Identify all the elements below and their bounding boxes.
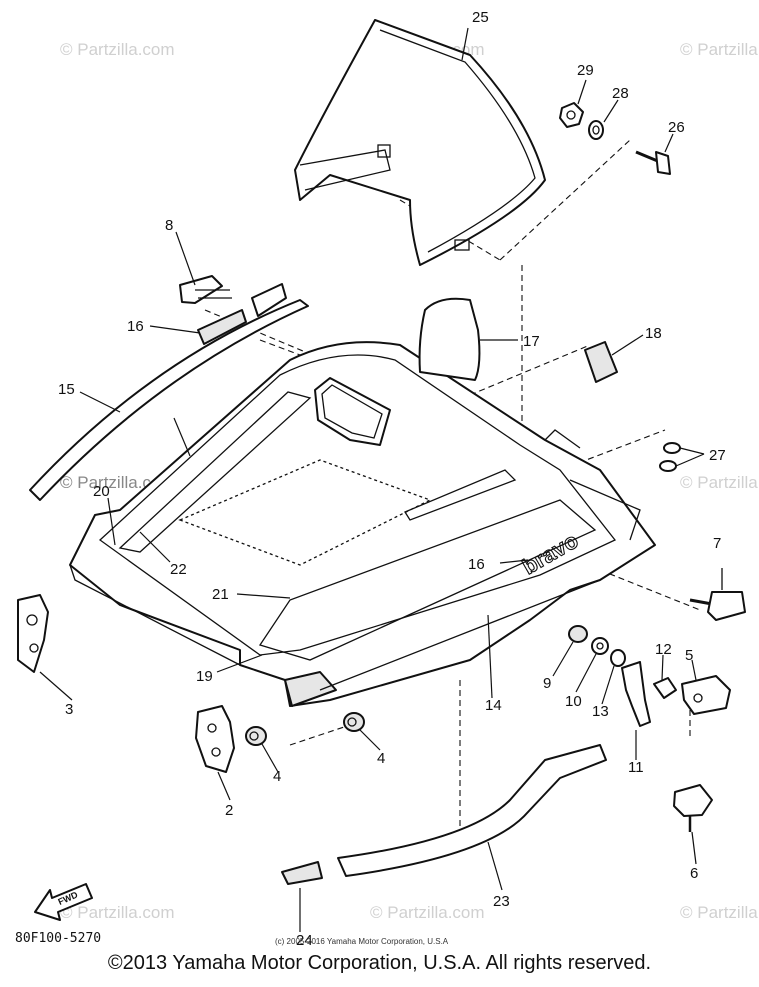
- part-label: 22: [170, 561, 187, 578]
- part-label: 27: [709, 447, 726, 464]
- part-label: 15: [58, 381, 75, 398]
- washer-28[interactable]: [588, 120, 604, 140]
- part-label: 5: [685, 647, 693, 664]
- watermark: © Partzilla.com: [680, 473, 759, 492]
- hinge-2[interactable]: [195, 705, 235, 773]
- part-label: 4: [377, 750, 385, 767]
- hook-11[interactable]: [621, 661, 651, 727]
- part-label: 3: [65, 701, 73, 718]
- part-label: 23: [493, 893, 510, 910]
- part-labels: 25 29 28 26 8 16 17 18 15 27 20 22 7 16 …: [58, 9, 726, 949]
- part-label: 16: [468, 556, 485, 573]
- watermark: © Partzilla.com: [60, 40, 175, 59]
- part-label: 21: [212, 586, 229, 603]
- hood-body-part[interactable]: [69, 341, 656, 707]
- part-label: 16: [127, 318, 144, 335]
- part-label: 25: [472, 9, 489, 26]
- watermark: © Partzilla.com: [60, 903, 175, 922]
- part-label: 17: [523, 333, 540, 350]
- spacer-12[interactable]: [653, 677, 677, 699]
- knob-6[interactable]: [673, 784, 713, 832]
- grommet-9[interactable]: [568, 625, 588, 643]
- grommet-4b[interactable]: [343, 712, 365, 732]
- stripe-15[interactable]: [29, 299, 309, 501]
- part-label: 14: [485, 697, 502, 714]
- part-label: 12: [655, 641, 672, 658]
- bracket-8[interactable]: [179, 275, 232, 304]
- part-label: 6: [690, 865, 698, 882]
- block-24[interactable]: [281, 861, 323, 885]
- part-label: 18: [645, 325, 662, 342]
- decal-16-upper[interactable]: [197, 283, 287, 345]
- part-label: 19: [196, 668, 213, 685]
- small-copyright: (c) 2005-2016 Yamaha Motor Corporation, …: [275, 937, 449, 946]
- watermark: © Partzilla.com: [680, 903, 759, 922]
- drawing-code: 80F100-5270: [15, 931, 101, 946]
- part-label: 2: [225, 802, 233, 819]
- footer-copyright: ©2013 Yamaha Motor Corporation, U.S.A. A…: [107, 952, 652, 974]
- part-label: 9: [543, 675, 551, 692]
- label-18[interactable]: [584, 341, 618, 383]
- bracket-5[interactable]: [681, 675, 731, 715]
- watermark: © Partzilla.com: [370, 903, 485, 922]
- washer-13[interactable]: [610, 649, 626, 667]
- part-label: 7: [713, 535, 721, 552]
- part-label: 8: [165, 217, 173, 234]
- part-label: 24: [296, 932, 313, 949]
- part-label: 11: [628, 759, 644, 776]
- hinge-3[interactable]: [17, 594, 49, 673]
- fwd-arrow-icon: FWD: [34, 883, 93, 921]
- part-label: 28: [612, 85, 629, 102]
- bolt-26[interactable]: [635, 150, 671, 175]
- part-label: 29: [577, 62, 594, 79]
- part-label: 20: [93, 483, 110, 500]
- part-label: 26: [668, 119, 685, 136]
- leader-lines: [39, 27, 705, 932]
- nut-29[interactable]: [559, 102, 584, 128]
- part-label: 10: [565, 693, 582, 710]
- part-label: 13: [592, 703, 609, 720]
- pad-17[interactable]: [418, 297, 481, 381]
- part-label: 4: [273, 768, 281, 785]
- grommet-4a[interactable]: [245, 726, 267, 746]
- windshield-part[interactable]: [294, 19, 546, 266]
- trim-23[interactable]: [337, 744, 607, 877]
- watermark: © Partzilla.com: [680, 40, 759, 59]
- collar-10[interactable]: [591, 637, 609, 655]
- latch-7[interactable]: [689, 568, 746, 621]
- clips-27[interactable]: [659, 442, 681, 472]
